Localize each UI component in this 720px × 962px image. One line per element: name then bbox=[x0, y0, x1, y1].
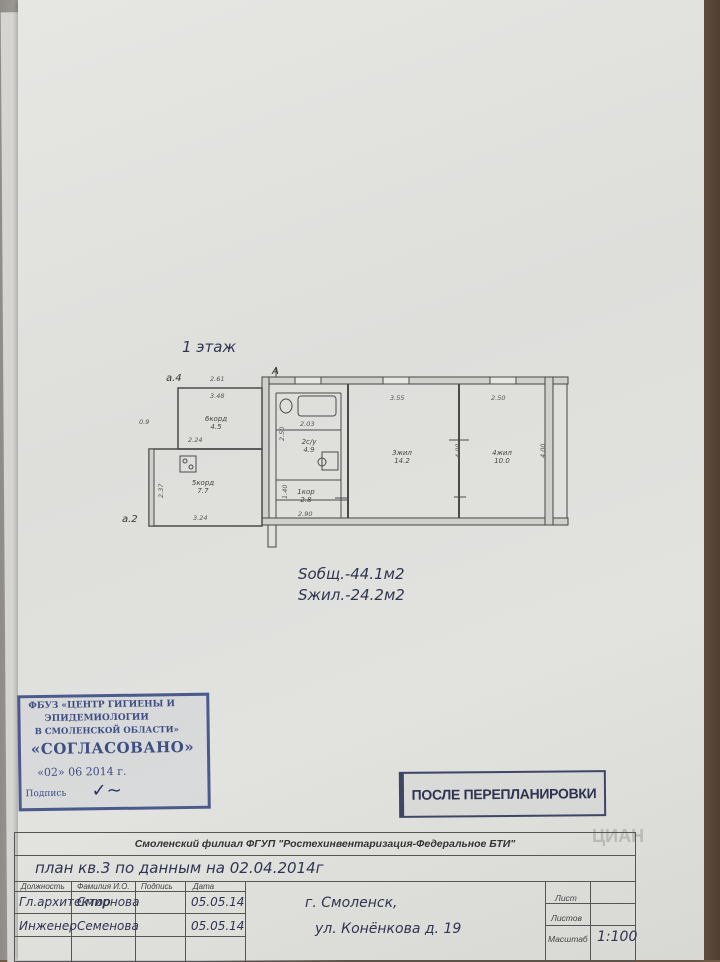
dim-2-50-left: 2.50 bbox=[278, 427, 286, 441]
title-block: Смоленский филиал ФГУП "Ростехинвентариз… bbox=[14, 832, 638, 962]
dim-2-24: 2.24 bbox=[188, 436, 202, 444]
window-2 bbox=[382, 376, 410, 385]
stamp-line-2: ЭПИДЕМИОЛОГИИ bbox=[44, 712, 149, 724]
dim-3-55: 3.55 bbox=[390, 394, 404, 402]
dim-0-9: 0.9 bbox=[139, 418, 149, 426]
stamp-line-1: ФБУЗ «ЦЕНТР ГИГИЕНЫ И bbox=[28, 699, 176, 712]
after-replanning-stamp: ПОСЛЕ ПЕРЕПЛАНИРОВКИ bbox=[398, 770, 607, 818]
col-role: Должность bbox=[21, 882, 65, 891]
window-1 bbox=[294, 376, 322, 385]
col-name: Фамилия И.О. bbox=[77, 882, 130, 891]
stamp-sign-label: Подпись bbox=[25, 788, 67, 800]
axis-a: А bbox=[271, 366, 279, 377]
sink-bowl bbox=[317, 457, 327, 467]
label-scale: Масштаб bbox=[548, 934, 588, 944]
title-block-grid bbox=[15, 881, 635, 961]
stamp-line-3: В СМОЛЕНСКОЙ ОБЛАСТИ» bbox=[34, 725, 179, 738]
dim-1-40: 1.40 bbox=[281, 485, 289, 499]
dim-4-00-right: 4.00 bbox=[539, 444, 547, 458]
row2-role: Инженер bbox=[19, 919, 77, 933]
sink bbox=[321, 451, 339, 471]
label-sheet: Лист bbox=[555, 893, 577, 903]
col-date: Дата bbox=[193, 882, 215, 891]
window-3 bbox=[489, 376, 517, 385]
floor-label: 1 этаж bbox=[182, 338, 236, 356]
room-4-area: 10.0 bbox=[494, 457, 510, 465]
dim-2-61: 2.61 bbox=[210, 375, 224, 383]
address-street: ул. Конёнкова д. 19 bbox=[315, 921, 462, 937]
approval-stamp: ФБУЗ «ЦЕНТР ГИГИЕНЫ И ЭПИДЕМИОЛОГИИ В СМ… bbox=[17, 692, 211, 812]
room-3-name: 3жил bbox=[392, 449, 412, 457]
stamp-signature-mark: ✓~ bbox=[91, 779, 122, 802]
wall-right-outer bbox=[552, 383, 568, 519]
room-1-name: 1кор bbox=[297, 488, 315, 496]
wall-stub bbox=[267, 524, 277, 548]
wall-bottom bbox=[261, 517, 569, 526]
area-total: Sобщ.-44.1м2 bbox=[298, 565, 405, 583]
plan-text: план кв.3 по данным на 02.04.2014г bbox=[35, 859, 324, 877]
room-5-name: 5корд bbox=[192, 479, 214, 487]
room-4-name: 4жил bbox=[492, 449, 512, 457]
toilet bbox=[279, 398, 293, 414]
dim-2-03: 2.03 bbox=[300, 420, 314, 428]
stamp-status: «СОГЛАСОВАНО» bbox=[30, 737, 195, 759]
col-sign: Подпись bbox=[141, 882, 173, 891]
dim-2-50: 2.50 bbox=[491, 394, 505, 402]
room-6-area: 4.5 bbox=[210, 423, 222, 431]
document-sheet bbox=[18, 0, 704, 960]
axis-a4: а.4 bbox=[166, 373, 182, 384]
axis-a2: а.2 bbox=[122, 514, 138, 525]
room-3-area: 14.2 bbox=[394, 457, 410, 465]
annex-wall bbox=[148, 448, 155, 527]
row1-date: 05.05.14 bbox=[191, 895, 245, 909]
row2-date: 05.05.14 bbox=[191, 919, 245, 933]
row1-name: Смирнова bbox=[77, 895, 140, 909]
title-block-header: Смоленский филиал ФГУП "Ростехинвентариз… bbox=[15, 833, 635, 856]
room-1-area: 2.8 bbox=[300, 496, 312, 504]
title-block-plan-row bbox=[15, 855, 635, 882]
room-2-area: 4.9 bbox=[303, 446, 315, 454]
row1-role: Гл.архитектор bbox=[19, 895, 111, 909]
room-5-area: 7.7 bbox=[197, 487, 209, 495]
row2-name: Семенова bbox=[77, 919, 139, 933]
room-2-name: 2с/у bbox=[302, 438, 318, 446]
area-living: Sжил.-24.2м2 bbox=[298, 586, 405, 604]
address-city: г. Смоленск, bbox=[305, 895, 398, 911]
dim-2-37: 2.37 bbox=[157, 483, 165, 498]
scale-value: 1:100 bbox=[597, 929, 638, 945]
annex-room-6 bbox=[177, 387, 263, 450]
watermark: ЦИАН bbox=[592, 826, 645, 846]
dim-4-00-mid: 4.00 bbox=[454, 444, 462, 458]
wall-left-main bbox=[261, 376, 270, 526]
dim-3-24: 3.24 bbox=[193, 514, 207, 522]
dim-3-48: 3.48 bbox=[210, 392, 224, 400]
room-6-name: 6корд bbox=[205, 415, 227, 423]
stove bbox=[179, 455, 197, 473]
stamp-date: «02» 06 2014 г. bbox=[37, 764, 127, 780]
label-sheets: Листов bbox=[551, 913, 582, 923]
dim-2-90: 2.90 bbox=[298, 510, 312, 518]
bathtub bbox=[297, 395, 337, 417]
